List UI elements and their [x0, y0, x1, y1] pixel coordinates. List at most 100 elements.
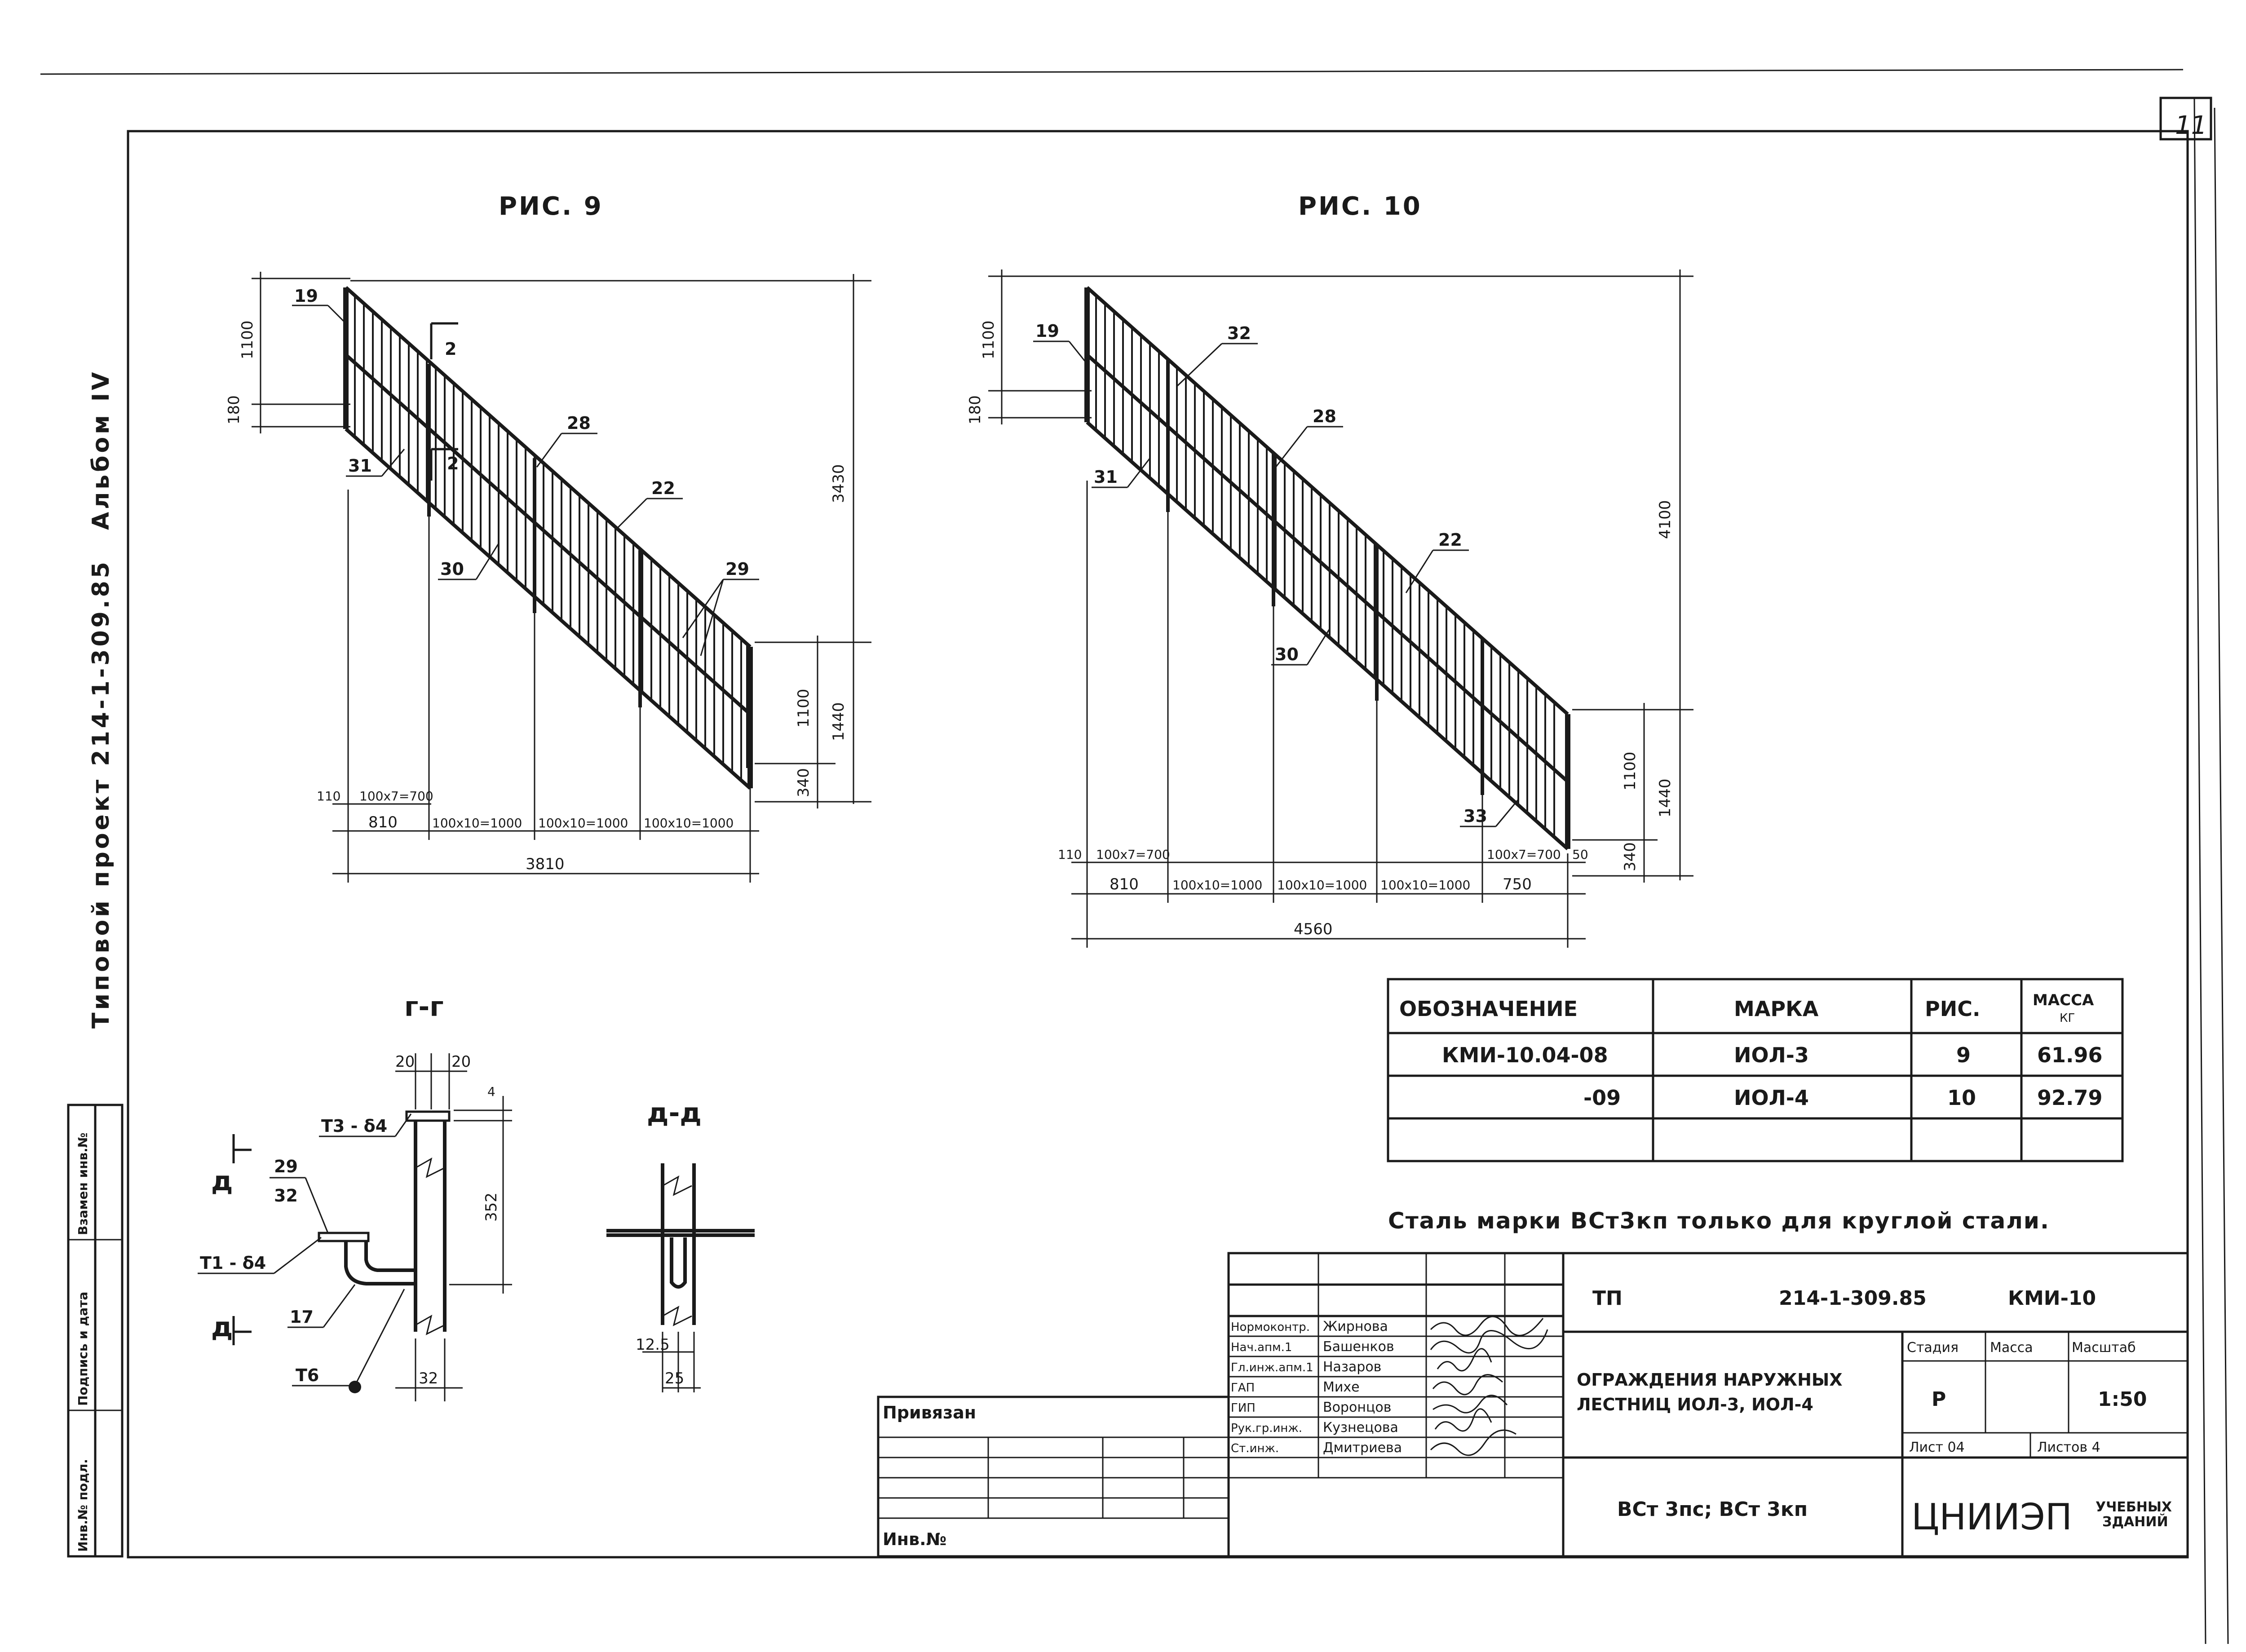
section-gg-cut-top: д: [211, 1166, 233, 1197]
fig9-dim-h3430: 3430: [830, 464, 848, 503]
fig9-dim-d110: 110: [317, 789, 340, 804]
fig10-leader-19: 19: [1035, 321, 1059, 341]
section-gg-dim-32: 32: [419, 1369, 438, 1387]
weld-point-icon: [349, 1381, 361, 1393]
title-stage-label: Стадия: [1907, 1340, 1959, 1356]
fig9-dim-d1000c: 100x10=1000: [644, 816, 734, 830]
fig9-leader-30: 30: [440, 559, 464, 579]
side-title-album: Альбом IV: [88, 370, 115, 530]
title-line-2: ЛЕСТНИЦ ИОЛ-3, ИОЛ-4: [1577, 1395, 1813, 1414]
role-5: ГИП: [1231, 1401, 1256, 1415]
name-7: Дмитриева: [1323, 1440, 1402, 1456]
title-block: ТП 214-1-309.85 КМИ-10 ОГРАЖДЕНИЯ НАРУЖН…: [877, 1252, 2189, 1558]
fig10-dim-h180: 180: [966, 395, 984, 424]
fig10-dim-d100x7-left: 100x7=700: [1096, 847, 1170, 862]
title-tp: ТП: [1592, 1287, 1623, 1310]
fig9-leader-31: 31: [348, 456, 372, 476]
side-strip-replace: Взамен инв.№: [75, 1133, 90, 1235]
spec-row1-mark: ИОЛ-3: [1734, 1043, 1809, 1067]
role-6: Рук.гр.инж.: [1231, 1422, 1302, 1435]
steel-note: Сталь марки ВСт3кп только для круглой ст…: [1388, 1208, 2050, 1234]
section-dd-dim-25: 25: [665, 1369, 684, 1387]
section-d-d: д-д 12.5 25: [606, 1097, 755, 1392]
spec-header-mark: МАРКА: [1734, 997, 1819, 1021]
inv-label: Инв.№: [883, 1529, 946, 1549]
name-2: Башенков: [1323, 1339, 1394, 1355]
sheet-number: 11: [2175, 111, 2207, 140]
title-line-1: ОГРАЖДЕНИЯ НАРУЖНЫХ: [1577, 1370, 1843, 1390]
fig9-dim-h1440: 1440: [830, 702, 848, 741]
section-gg-dim-4: 4: [487, 1084, 495, 1099]
role-1: Нормоконтр.: [1231, 1321, 1310, 1334]
fig10-railing-grid: [1084, 286, 1570, 850]
side-title-project: Типовой проект 214-1-309.85: [88, 559, 115, 1029]
role-4: ГАП: [1231, 1381, 1255, 1395]
fig9-leader-29: 29: [725, 559, 749, 579]
fig10-dim-h1100: 1100: [980, 320, 998, 359]
spec-header-mass: МАССА: [2033, 991, 2094, 1009]
title-scale-label: Масштаб: [2072, 1340, 2136, 1356]
fig10-dim-h1100b: 1100: [1621, 751, 1639, 791]
fig9-cut-2-top: 2: [445, 339, 456, 359]
spec-header-fig: РИС.: [1925, 997, 1980, 1021]
fig10-leader-22: 22: [1438, 530, 1462, 550]
side-strip-sign: Подпись и дата: [75, 1292, 90, 1406]
side-strip-inv: Инв.№ подл.: [75, 1459, 90, 1552]
spec-header-designation: ОБОЗНАЧЕНИЕ: [1399, 997, 1578, 1021]
fig10-caption: РИС. 10: [1298, 192, 1422, 221]
signatures: [1430, 1316, 1548, 1456]
title-stage-value: Р: [1932, 1388, 1946, 1411]
fig9-leader-28: 28: [567, 413, 591, 433]
spec-table: ОБОЗНАЧЕНИЕ МАРКА РИС. МАССА КГ КМИ-10.0…: [1387, 978, 2124, 1162]
section-gg-label-t6: Т6: [296, 1365, 319, 1385]
fig10-dim-d1000a: 100x10=1000: [1172, 878, 1262, 892]
title-doc-code: КМИ-10: [2008, 1287, 2096, 1310]
fig9-railing-grid: [343, 286, 753, 790]
fig9-dim-d1000b: 100x10=1000: [538, 816, 628, 830]
fig10-leader-31: 31: [1094, 467, 1118, 487]
fig10-dim-d1000b: 100x10=1000: [1277, 878, 1367, 892]
name-5: Воронцов: [1323, 1400, 1391, 1415]
name-3: Назаров: [1323, 1359, 1381, 1375]
title-scale-value: 1:50: [2098, 1388, 2147, 1411]
fig10-dim-h4100: 4100: [1656, 500, 1674, 539]
section-gg-label-29: 29: [274, 1157, 298, 1176]
section-gg-cut-bottom: д: [211, 1312, 233, 1343]
fig9-dim-h180: 180: [225, 395, 243, 424]
fig9-dim-d1000a: 100x10=1000: [432, 816, 522, 830]
title-sheet-label: Лист 04: [1909, 1440, 1965, 1455]
spec-row2-designation: -09: [1583, 1086, 1621, 1110]
fig10-dim-d750: 750: [1503, 875, 1532, 893]
fig10-dim-d810: 810: [1110, 875, 1139, 893]
fig10-dim-d110: 110: [1058, 847, 1082, 862]
fig10-dim-d1000c: 100x10=1000: [1380, 878, 1470, 892]
fig10-dim-d50: 50: [1572, 847, 1588, 862]
fig10-dim-d100x7-right: 100x7=700: [1487, 847, 1561, 862]
section-gg-label-t1: Т1 - δ4: [200, 1253, 266, 1273]
section-dd-dim-12-5: 12.5: [636, 1336, 670, 1354]
fig9-cut-2-bottom: 2: [447, 454, 459, 473]
fig9-dim-h1100: 1100: [239, 320, 256, 359]
name-4: Михе: [1323, 1379, 1360, 1395]
figure-10: РИС. 10: [966, 192, 1693, 948]
fig10-dim-h1440: 1440: [1656, 778, 1674, 817]
side-approval-strip: Инв.№ подл. Подпись и дата Взамен инв.№: [67, 1104, 124, 1558]
spec-row1-designation: КМИ-10.04-08: [1442, 1043, 1608, 1067]
title-org-main: ЦНИИЭП: [1911, 1496, 2072, 1538]
figure-9: РИС. 9: [225, 192, 871, 883]
fig10-dim-d4560: 4560: [1294, 920, 1333, 938]
section-gg-dim-20a: 20: [395, 1053, 415, 1071]
fig9-dim-d100x7: 100x7=700: [359, 789, 433, 804]
spec-row1-fig: 9: [1956, 1043, 1971, 1067]
fig10-leaders: 19 32 28 31 22 30 33: [1033, 321, 1519, 827]
section-gg-label-t3: Т3 - δ4: [321, 1116, 387, 1136]
fig9-caption: РИС. 9: [499, 192, 603, 221]
section-g-g: г-г 20 20 4 352 32 Т3 - δ4 29 32 Т1 - δ4: [198, 991, 512, 1401]
spec-row2-mass: 92.79: [2037, 1086, 2103, 1110]
section-gg-dim-20b: 20: [451, 1053, 471, 1071]
fig10-dimensions: 1100 180 4100 1100 1440 340 110 100x7=70…: [966, 269, 1693, 948]
fig9-leader-22: 22: [651, 478, 675, 498]
title-org-sub1: УЧЕБНЫХ: [2096, 1499, 2172, 1515]
spec-row1-mass: 61.96: [2037, 1043, 2103, 1067]
